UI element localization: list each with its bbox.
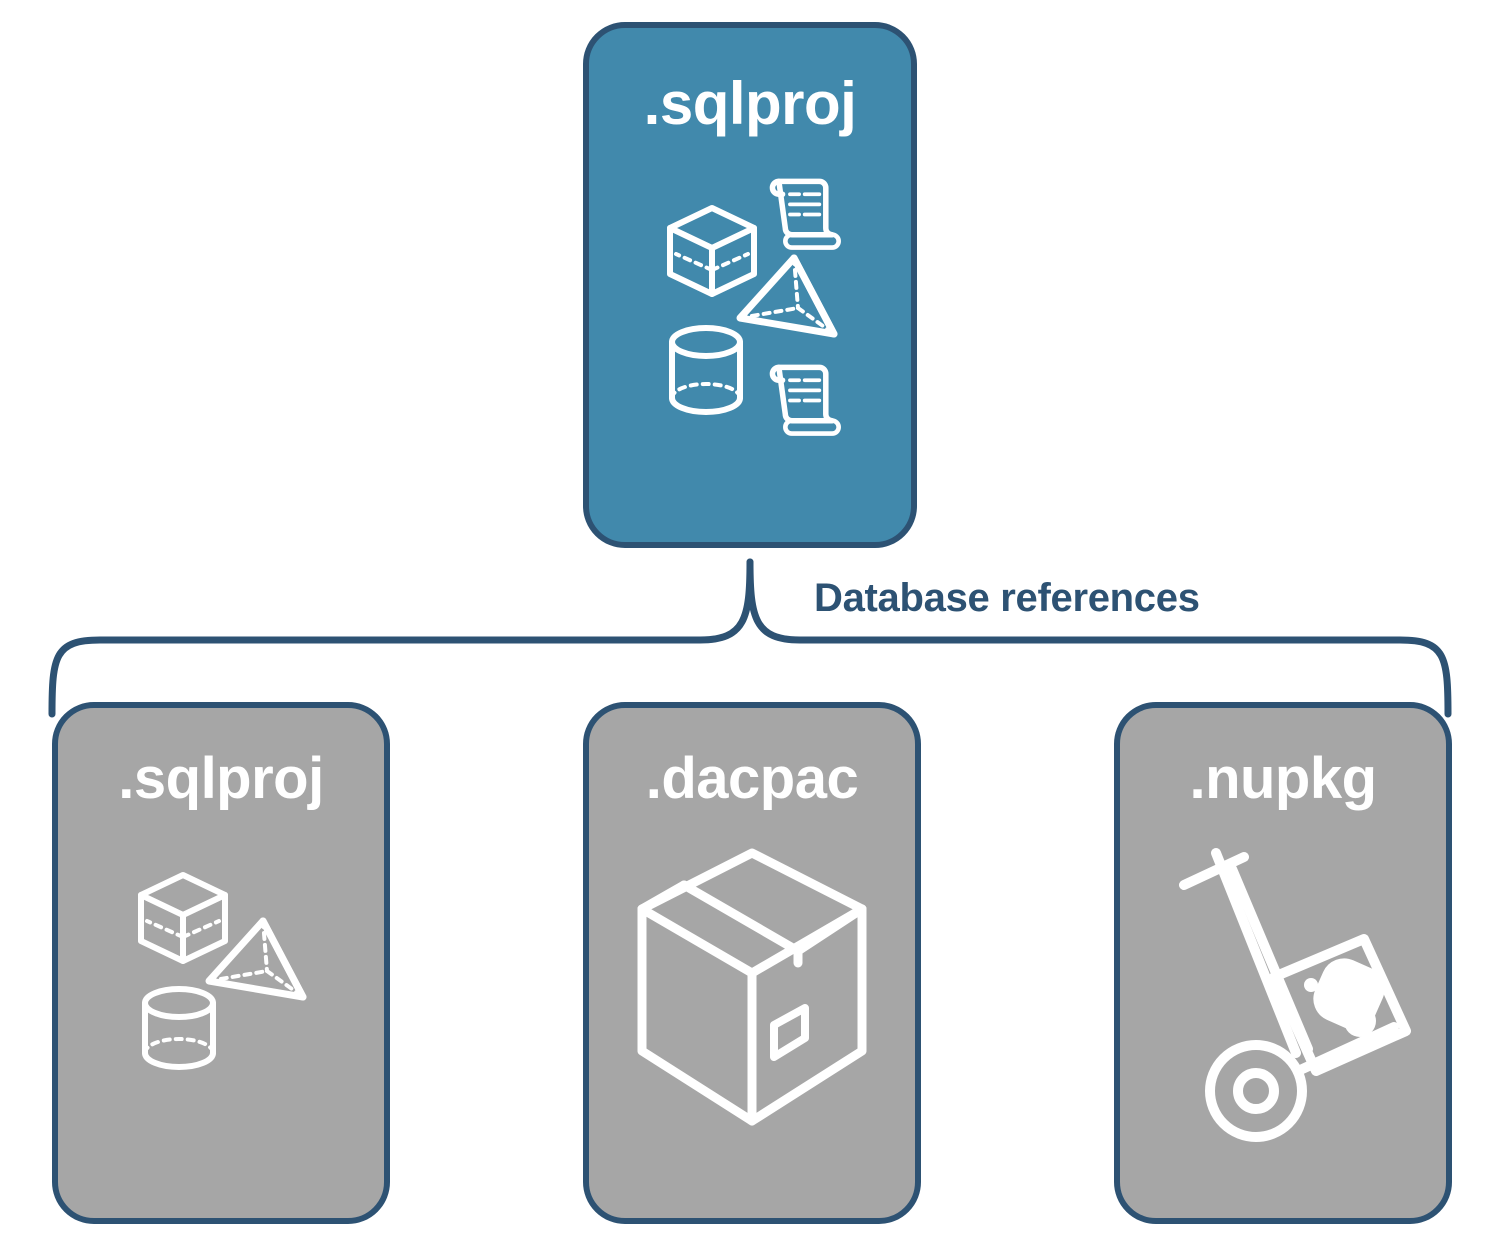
pyramid-icon [736, 254, 838, 338]
brace-left-arm [48, 558, 754, 718]
node-sqlproj-root[interactable]: .sqlproj [583, 22, 917, 548]
node-nupkg-artwork [1120, 843, 1446, 1143]
node-dacpac[interactable]: .dacpac [583, 702, 921, 1224]
cube-icon [667, 205, 757, 297]
node-sqlproj-root-label: .sqlproj [643, 70, 857, 137]
node-nupkg-label: .nupkg [1189, 746, 1377, 811]
cylinder-icon [669, 325, 743, 415]
package-box-icon [637, 848, 867, 1126]
cylinder-icon [142, 986, 216, 1070]
cube-icon [138, 872, 228, 964]
node-dacpac-label: .dacpac [645, 746, 859, 811]
node-sqlproj-child[interactable]: .sqlproj [52, 702, 390, 1224]
scroll-icon [769, 178, 841, 250]
node-sqlproj-child-artwork [58, 843, 384, 1073]
connector-label: Database references [814, 576, 1200, 620]
node-sqlproj-child-label: .sqlproj [118, 746, 324, 811]
node-dacpac-artwork [589, 843, 915, 1133]
nuget-package-icon [1269, 934, 1411, 1076]
pyramid-icon [205, 917, 307, 1001]
connector-brace [48, 558, 1452, 718]
scroll-icon [769, 364, 841, 436]
node-nupkg[interactable]: .nupkg [1114, 702, 1452, 1224]
node-sqlproj-root-artwork [589, 168, 911, 438]
